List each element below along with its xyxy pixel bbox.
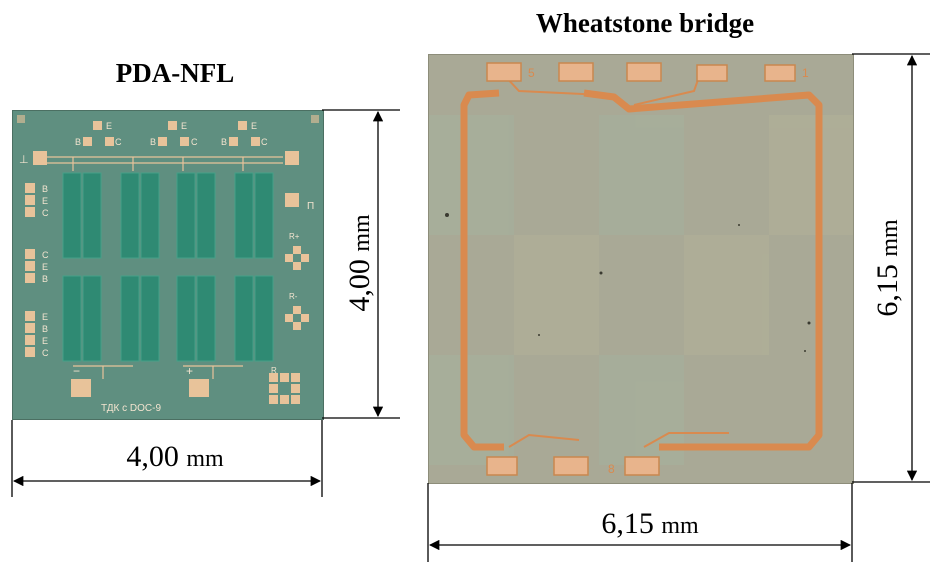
resistor-label: R <box>271 366 277 375</box>
left-chip-height-label: 4,00 mm <box>343 214 377 311</box>
resistor-label: R+ <box>289 232 300 241</box>
pad-label-b: B <box>150 137 156 147</box>
dimension-value: 6,15 <box>871 264 904 317</box>
pad-label-e: E <box>181 121 187 131</box>
side-pad-label: E <box>42 336 48 346</box>
p-label: П <box>307 201 314 212</box>
wheatstone-bridge-chip-drawing: 5 1 8 <box>429 62 853 476</box>
dimension-value: 6,15 <box>601 507 654 540</box>
side-pad-label: C <box>42 348 49 358</box>
dimension-unit: mm <box>877 219 903 257</box>
side-pad-label: B <box>42 274 48 284</box>
pad-label-c: C <box>261 137 268 147</box>
dimension-unit: mm <box>661 513 699 539</box>
side-pad-label: B <box>42 184 48 194</box>
side-pad-label: B <box>42 324 48 334</box>
right-chip-height-label: 6,15 mm <box>871 219 905 316</box>
pad-label-b: B <box>221 137 227 147</box>
left-chip-title: PDA-NFL <box>115 58 235 88</box>
right-chip-width-label: 6,15 mm <box>601 507 698 541</box>
plus-label: + <box>186 364 193 378</box>
resistor-label: R- <box>289 292 298 301</box>
wheatstone-bridge-chip-image: 5 1 8 <box>428 54 854 484</box>
side-pad-label: E <box>42 262 48 272</box>
pad-marking: 1 <box>802 66 809 80</box>
right-chip-title: Wheatstone bridge <box>535 8 755 38</box>
dimension-value: 4,00 <box>126 440 179 473</box>
dimension-unit: mm <box>186 446 224 472</box>
side-pad-label: E <box>42 312 48 322</box>
bridge-trace <box>460 89 823 451</box>
pad-label-e: E <box>106 121 112 131</box>
pad-label-c: C <box>191 137 198 147</box>
dimension-unit: mm <box>349 214 375 252</box>
minus-label: − <box>73 364 80 378</box>
bridge-pads <box>486 62 796 476</box>
side-pad-label: C <box>42 208 49 218</box>
side-pad-label: E <box>42 196 48 206</box>
test-pad-grid <box>269 373 300 404</box>
side-pad-label: C <box>42 250 49 260</box>
ground-symbol: ⊥ <box>19 154 29 166</box>
pad-label-e: E <box>251 121 257 131</box>
resistor-array <box>62 172 274 362</box>
pad-marking: 8 <box>608 462 615 476</box>
pad-label-b: B <box>75 137 81 147</box>
pad-label-c: C <box>115 137 122 147</box>
pda-nfl-chip-image: E B C E B C E B C ⊥ П <box>12 110 324 420</box>
chip-marking: ТДК c DOC-9 <box>101 403 161 414</box>
left-chip-width-label: 4,00 mm <box>126 440 223 474</box>
pad-marking: 5 <box>528 66 535 80</box>
pda-nfl-chip-drawing: E B C E B C E B C ⊥ П <box>17 115 319 414</box>
top-pad-cluster <box>83 121 260 146</box>
dimension-value: 4,00 <box>343 259 376 312</box>
